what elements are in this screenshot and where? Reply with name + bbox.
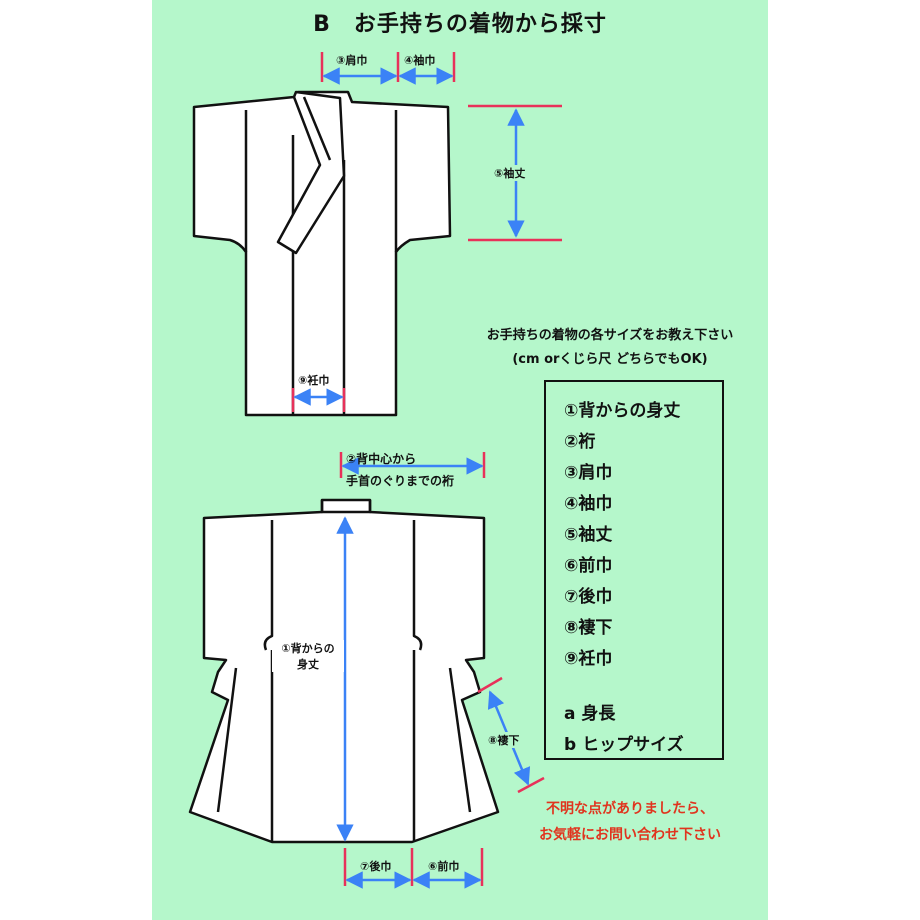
label-mae-haba: ⑥前巾 xyxy=(428,860,460,873)
list-item: ⑧褄下 xyxy=(564,618,613,638)
list-item: ⑦後巾 xyxy=(564,587,613,607)
list-item: ⑨衽巾 xyxy=(564,649,613,669)
back-okumi-right xyxy=(448,667,472,813)
back-okumi-left xyxy=(216,667,238,813)
marker-tsumashita-top xyxy=(477,676,503,694)
list-item-extra: b ヒップサイズ xyxy=(564,735,684,755)
measurement-list-box: ①背からの身丈 ②裄 ③肩巾 ④袖巾 ⑤袖丈 ⑥前巾 ⑦後巾 ⑧褄下 ⑨衽巾 a… xyxy=(544,380,724,760)
marker-tsumashita-bottom xyxy=(517,776,545,794)
label-yuki-line2: 手首のぐりまでの裄 xyxy=(346,474,455,488)
label-mitake-line2: 身丈 xyxy=(272,656,344,672)
front-collar-inner xyxy=(302,96,332,161)
label-sode-haba: ④袖巾 xyxy=(404,54,436,67)
label-kata-haba: ③肩巾 xyxy=(336,54,368,67)
instruction-line2: (cm orくじら尺 どちらでもOK) xyxy=(512,352,708,367)
front-collar xyxy=(276,90,346,255)
list-item: ①背からの身丈 xyxy=(564,401,681,421)
instruction-line1: お手持ちの着物の各サイズをお教え下さい xyxy=(486,328,734,343)
blue-arrows xyxy=(293,67,531,889)
list-item: ②裄 xyxy=(564,432,596,452)
list-item: ⑥前巾 xyxy=(564,556,613,576)
list-item: ③肩巾 xyxy=(564,463,613,483)
label-sode-take: ⑤袖丈 xyxy=(494,165,526,181)
back-sleeve-seam-left xyxy=(263,520,274,651)
measurement-list: ①背からの身丈 ②裄 ③肩巾 ④袖巾 ⑤袖丈 ⑥前巾 ⑦後巾 ⑧褄下 ⑨衽巾 a… xyxy=(564,396,684,761)
label-tsumashita: ⑧褄下 xyxy=(488,732,520,748)
back-sleeve-seam-right xyxy=(412,520,423,651)
label-yuki-line1: ②背中心から xyxy=(346,452,417,466)
red-markers xyxy=(291,52,562,886)
note-line1: 不明な点がありましたら、 xyxy=(546,801,714,817)
label-okumi-haba: ⑨衽巾 xyxy=(298,374,330,387)
front-kimono xyxy=(192,90,452,417)
page-title: B お手持ちの着物から採寸 xyxy=(313,12,607,37)
note-line2: お気軽にお問い合わせ下さい xyxy=(539,827,721,843)
label-ushiro-haba: ⑦後巾 xyxy=(360,860,392,873)
list-item: ④袖巾 xyxy=(564,494,613,514)
list-item-extra: a 身長 xyxy=(564,704,616,724)
back-collar xyxy=(320,500,372,514)
label-mitake-line1: ①背からの xyxy=(272,640,344,656)
list-item: ⑤袖丈 xyxy=(564,525,613,545)
